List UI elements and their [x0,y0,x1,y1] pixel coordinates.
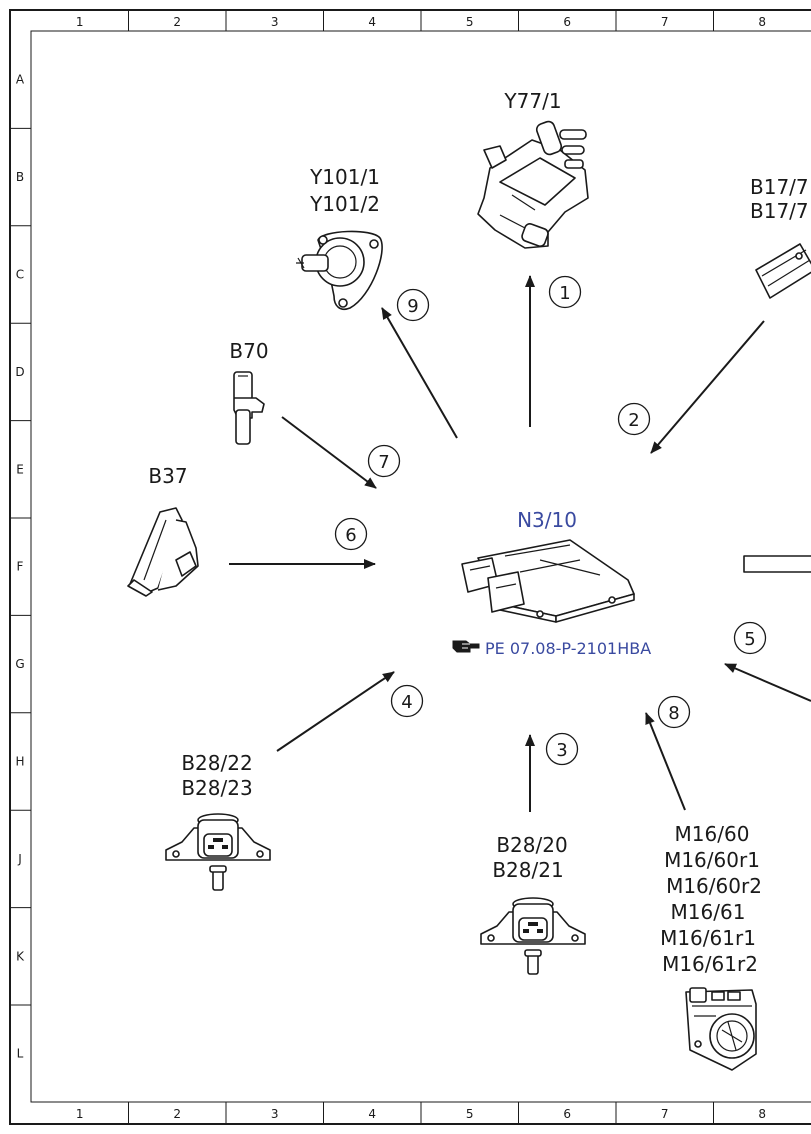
badge-3-number: 3 [556,740,567,761]
component-m16: M16/60 M16/60r1 M16/60r2 M16/61 M16/61r1… [660,822,762,1071]
drawing-frame [9,9,811,1125]
component-b17: B17/7 B17/7 [750,175,811,299]
label-b70-line-1: B70 [229,339,268,363]
label-y101-line-2: Y101/2 [309,192,380,216]
arrow-2 [650,320,765,454]
grid-col-bottom-5: 5 [466,1107,474,1121]
grid-row-L: L [17,1047,24,1061]
grid-row-E: E [16,462,24,476]
temperature-sensor-icon [755,243,811,299]
signal-arrows [229,275,811,812]
grid-col-top-4: 4 [368,15,376,29]
badge-2-number: 2 [628,410,639,431]
arrow-number-badges: 1 2 3 4 5 6 7 8 [334,275,767,766]
badge-5: 5 [733,621,767,655]
grid-col-bottom-8: 8 [758,1107,766,1121]
component-b37: B37 [127,464,199,597]
label-b17-line-1: B17/7 [750,175,809,199]
grid-row-K: K [16,949,25,963]
badge-8-number: 8 [668,703,679,724]
badge-2: 2 [617,402,651,436]
label-b37-line-1: B37 [148,464,187,488]
grid-col-bottom-4: 4 [368,1107,376,1121]
label-b2820-line-2: B28/21 [492,858,563,882]
center-control-unit: N3/10 PE 07.08-P-2101HBA [452,508,651,658]
label-b17-line-2: B17/7 [750,199,809,223]
label-b2822-line-2: B28/23 [181,776,252,800]
grid-dividers [10,10,714,1124]
component-y101: Y101/1 Y101/2 [296,165,383,311]
label-b2822-line-1: B28/22 [181,751,252,775]
document-reference: PE 07.08-P-2101HBA [485,639,651,658]
pressure-transducer-icon [477,120,589,249]
throttle-valve-actuator-icon [685,987,757,1071]
grid-col-top-2: 2 [173,15,181,29]
grid-col-bottom-2: 2 [173,1107,181,1121]
badge-9: 9 [396,288,430,322]
label-m16-line-2: M16/60r1 [664,848,760,872]
label-m16-line-1: M16/60 [675,822,750,846]
component-b2820: B28/20 B28/21 [480,833,586,975]
badge-9-number: 9 [407,296,418,317]
grid-col-bottom-6: 6 [563,1107,571,1121]
arrow-8 [645,712,686,811]
arrow-9 [381,307,458,439]
grid-row-A: A [16,73,25,87]
grid-row-H: H [15,755,24,769]
grid-col-top-1: 1 [76,15,84,29]
crankshaft-sensor-icon [233,371,265,445]
badge-7-number: 7 [378,452,389,473]
pointing-hand-icon [452,640,480,653]
partial-component-right [743,555,811,573]
pressure-sensor-icon [480,897,586,975]
grid-row-C: C [16,268,24,282]
arrow-5 [724,663,811,702]
badge-8: 8 [657,695,691,729]
grid-col-top-5: 5 [466,15,474,29]
badge-6: 6 [334,517,368,551]
badge-6-number: 6 [345,525,356,546]
badge-1: 1 [548,275,582,309]
engine-control-unit-icon [461,539,635,623]
label-m16-line-3: M16/60r2 [666,874,762,898]
grid-row-F: F [17,560,24,574]
label-m16-line-6: M16/61r2 [662,952,758,976]
component-b2822: B28/22 B28/23 [165,751,271,891]
label-b2820-line-1: B28/20 [496,833,567,857]
grid-row-G: G [15,657,24,671]
grid-col-bottom-3: 3 [271,1107,279,1121]
center-label: N3/10 [517,508,577,532]
component-b70: B70 [229,339,269,445]
badge-4: 4 [390,684,424,718]
badge-1-number: 1 [559,283,570,304]
grid-col-bottom-1: 1 [76,1107,84,1121]
label-m16-line-5: M16/61r1 [660,926,756,950]
grid-col-top-3: 3 [271,15,279,29]
grid-col-top-6: 6 [563,15,571,29]
grid-row-B: B [16,170,24,184]
badge-3: 3 [545,732,579,766]
pressure-sensor-icon [165,813,271,891]
grid-row-D: D [15,365,24,379]
grid-col-top-7: 7 [661,15,669,29]
arrow-7 [281,416,377,489]
grid-row-J: J [17,852,22,866]
label-y101-line-1: Y101/1 [309,165,380,189]
grid-col-top-8: 8 [758,15,766,29]
component-y77: Y77/1 [477,89,589,249]
badge-7: 7 [367,444,401,478]
label-y77-line-1: Y77/1 [503,89,561,113]
arrow-4 [276,671,395,752]
badge-4-number: 4 [401,692,412,713]
valve-actuator-icon [296,230,383,311]
label-m16-line-4: M16/61 [671,900,746,924]
grid-col-bottom-7: 7 [661,1107,669,1121]
accelerator-pedal-icon [127,507,199,597]
badge-5-number: 5 [744,629,755,650]
